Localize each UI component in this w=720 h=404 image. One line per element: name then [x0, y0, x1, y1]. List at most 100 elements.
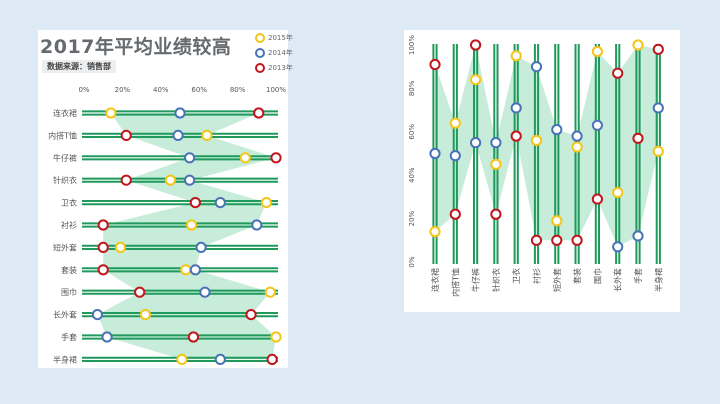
legend-marker-2015: [255, 32, 265, 43]
range-band: [435, 45, 659, 247]
x-tick-label: 100%: [266, 86, 286, 94]
data-point-2014年: [189, 264, 201, 276]
category-label: 针织衣: [491, 268, 501, 292]
data-point-2013年: [253, 107, 265, 119]
data-point-2014年: [91, 309, 104, 321]
legend-marker-2014: [255, 47, 265, 58]
y-tick-label: 0%: [408, 256, 416, 267]
category-label: 衬衫: [532, 268, 542, 284]
data-point-2015年: [530, 134, 543, 147]
data-point-2015年: [139, 309, 152, 321]
data-point-2015年: [105, 107, 117, 119]
data-point-2015年: [449, 117, 461, 129]
data-point-2013年: [490, 208, 502, 220]
category-label: 内搭T恤: [450, 268, 460, 297]
category-label: 内搭T恤: [48, 130, 77, 140]
category-label: 短外套: [552, 268, 562, 292]
data-point-2015年: [632, 39, 644, 51]
data-point-2014年: [571, 130, 583, 142]
data-point-2015年: [239, 152, 251, 164]
data-point-2014年: [530, 61, 543, 73]
category-label: 连衣裙: [53, 108, 77, 118]
category-label: 卫衣: [511, 268, 521, 284]
legend-label-2015: 2015年: [268, 33, 293, 42]
data-point-2014年: [174, 107, 186, 119]
x-tick-label: 60%: [191, 86, 207, 94]
data-point-2014年: [199, 286, 211, 298]
category-label: 卫衣: [61, 198, 77, 208]
x-tick-label: 0%: [78, 86, 89, 94]
data-point-2014年: [214, 353, 226, 365]
legend-label-2014: 2014年: [268, 48, 293, 57]
data-point-2013年: [120, 129, 132, 141]
data-point-2014年: [591, 119, 604, 131]
category-label: 短外套: [53, 242, 77, 252]
data-point-2013年: [510, 130, 522, 142]
category-label: 衬衫: [61, 220, 77, 230]
data-point-2015年: [571, 141, 583, 153]
data-point-2013年: [97, 264, 109, 276]
legend-item-2014: 2014年: [255, 45, 293, 60]
data-point-2015年: [185, 219, 198, 231]
data-point-2014年: [172, 129, 184, 141]
data-point-2013年: [571, 234, 583, 246]
data-point-2014年: [195, 241, 207, 253]
data-point-2013年: [97, 219, 109, 231]
category-label: 手套: [633, 268, 643, 284]
data-point-2013年: [530, 234, 543, 246]
data-point-2014年: [632, 230, 644, 242]
data-point-2014年: [551, 124, 563, 136]
category-label: 围巾: [61, 287, 77, 297]
category-label: 套装: [572, 268, 582, 284]
data-point-2015年: [260, 197, 272, 209]
category-label: 连衣裙: [430, 268, 440, 292]
data-point-2013年: [591, 193, 604, 205]
data-point-2013年: [632, 132, 644, 144]
data-point-2013年: [652, 43, 664, 55]
data-point-2015年: [164, 174, 176, 186]
data-point-2015年: [201, 129, 213, 141]
data-point-2015年: [551, 215, 563, 227]
data-point-2014年: [214, 197, 226, 209]
data-point-2013年: [551, 234, 563, 246]
range-band: [97, 113, 276, 360]
data-point-2013年: [245, 309, 257, 321]
data-point-2014年: [429, 147, 441, 160]
data-point-2015年: [490, 158, 502, 170]
y-tick-label: 80%: [408, 80, 416, 96]
category-label: 套装: [61, 265, 77, 275]
data-point-2014年: [184, 174, 196, 186]
data-point-2015年: [510, 50, 522, 62]
data-point-2013年: [470, 39, 482, 51]
category-label: 手套: [61, 332, 77, 342]
data-point-2013年: [612, 67, 624, 79]
data-point-2015年: [264, 286, 276, 298]
x-tick-label: 20%: [115, 86, 131, 94]
data-point-2015年: [429, 226, 441, 238]
category-label: 牛仔裤: [471, 268, 481, 292]
data-point-2015年: [470, 74, 482, 86]
legend-item-2013: 2013年: [255, 60, 293, 75]
legend: 2015年 2014年 2013年: [255, 30, 293, 75]
category-label: 长外套: [613, 268, 623, 292]
data-point-2013年: [97, 241, 109, 253]
data-point-2014年: [101, 331, 113, 343]
y-tick-label: 20%: [408, 210, 416, 226]
data-source-label: 数据来源：销售部: [42, 60, 116, 73]
data-point-2015年: [176, 353, 188, 365]
legend-marker-2013: [255, 62, 265, 73]
category-label: 针织衣: [53, 175, 77, 185]
legend-label-2013: 2013年: [268, 63, 293, 72]
data-point-2015年: [591, 45, 604, 58]
data-point-2014年: [184, 152, 196, 164]
category-label: 半身裙: [653, 268, 663, 292]
data-point-2014年: [251, 219, 263, 231]
data-point-2014年: [490, 137, 502, 149]
data-point-2013年: [270, 152, 282, 164]
data-point-2015年: [652, 145, 664, 157]
x-tick-label: 40%: [153, 86, 169, 94]
y-tick-label: 100%: [408, 35, 416, 55]
data-point-2013年: [187, 331, 200, 343]
data-point-2014年: [510, 102, 522, 114]
